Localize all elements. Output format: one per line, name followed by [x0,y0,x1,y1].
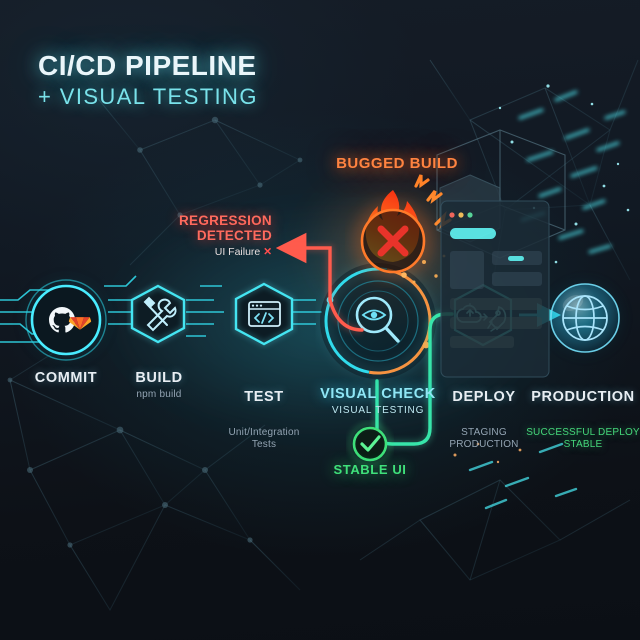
commit-title: COMMIT [34,370,98,386]
stage-node-production[interactable] [543,276,627,360]
stable-ui-check-badge [348,422,392,466]
code-window-icon [248,301,281,327]
stable-ui-label: STABLE UI [333,462,407,477]
build-title: BUILD [135,370,183,386]
network-nodes-left [7,116,303,548]
mock-row-1 [492,251,542,265]
tools-icon [143,296,177,332]
regression-callout: REGRESSION DETECTED UI Failure ✕ [120,213,272,258]
deploy-title: DEPLOY [452,388,516,405]
stage-node-visual-check[interactable] [318,261,438,381]
spark-bolts [414,174,452,229]
window-dot-green [467,212,473,218]
circuit-traces [0,275,322,343]
ui-failure-cross-icon: ✕ [263,246,272,259]
test-sub: Unit/Integration Tests [228,426,300,450]
mock-chip [508,256,524,261]
globe-icon [562,295,608,341]
network-mesh-right [359,59,639,581]
window-dot-yellow [458,212,464,218]
mock-row-2 [492,272,542,286]
wireframe-cube [436,129,566,259]
mock-row-5 [450,336,514,348]
stage-label-deploy: DEPLOY STAGING PRODUCTION [436,370,532,469]
regression-line-2: DETECTED [196,228,272,244]
ui-failure-note: UI Failure ✕ [120,246,272,258]
stage-node-commit[interactable] [20,274,112,366]
visual-check-title: VISUAL CHECK [320,386,436,402]
build-sub: npm build [136,389,182,401]
network-mesh-left [9,94,302,612]
check-icon [360,435,381,452]
production-title: PRODUCTION [531,388,635,405]
visual-check-sub: VISUAL TESTING [331,405,425,417]
mock-row-3 [450,298,542,310]
ui-mockup-panel [440,200,550,378]
bugged-build-badge [353,174,452,284]
mock-accent-bar [450,228,496,239]
test-title: TEST [244,388,284,405]
stage-node-build[interactable] [130,283,186,345]
magnifier-eye-icon [355,296,400,343]
ui-failure-text: UI Failure [214,246,261,259]
stage-label-production: PRODUCTION SUCCESSFUL DEPLOY STABLE [524,370,640,469]
page-title: CI/CD PIPELINE + VISUAL TESTING [38,50,258,110]
regression-line-1: REGRESSION [178,213,272,228]
stage-label-commit: COMMIT [16,370,116,389]
production-sub: SUCCESSFUL DEPLOY STABLE [526,426,640,450]
github-icon [49,307,76,333]
cube-solid-core [439,174,501,243]
embers [412,254,446,284]
mock-row-4 [450,317,542,329]
gitlab-icon [68,317,92,330]
stage-label-visual-check: VISUAL CHECK VISUAL TESTING [312,386,444,417]
window-dot-red [449,212,455,218]
deploy-sub: STAGING PRODUCTION [449,426,519,450]
fail-path [275,232,364,334]
stage-node-deploy[interactable] [453,283,513,347]
cloud-rocket-icon [456,303,507,332]
stage-label-build: BUILD npm build [110,370,208,401]
title-line-1: CI/CD PIPELINE [38,50,257,81]
ambient-glow-fire [297,165,487,335]
error-cross-icon [377,225,409,257]
flame-icon [365,190,420,262]
stage-label-test: TEST Unit/Integration Tests [214,370,314,469]
mock-block [450,251,484,289]
title-line-2: + VISUAL TESTING [38,84,258,109]
stage-node-test[interactable] [234,281,294,347]
bugged-build-label: BUGGED BUILD [336,155,458,172]
